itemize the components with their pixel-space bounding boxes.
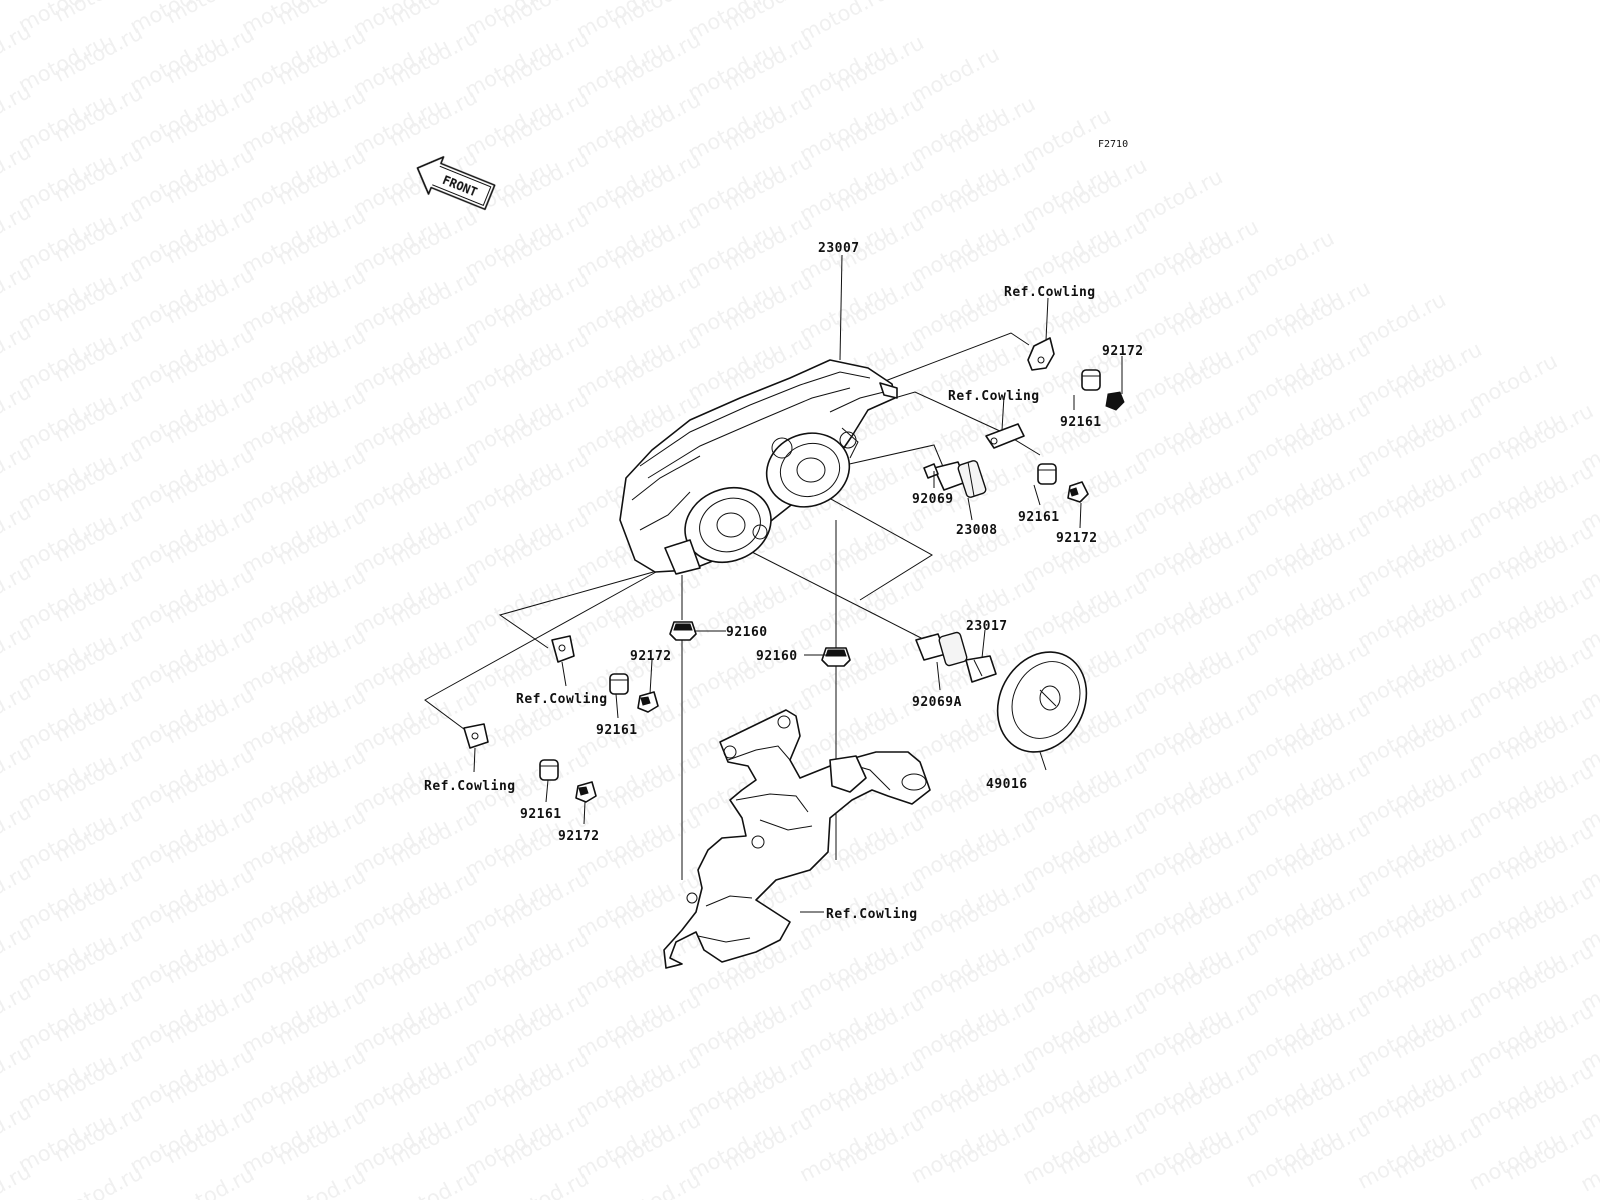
front-arrow-icon: FRONT <box>416 156 496 211</box>
watermark-text: motod.ru <box>608 1167 704 1200</box>
cowling-bracket-mid-right <box>985 423 1025 449</box>
cowling-bracket-mid-left <box>551 635 575 663</box>
watermark-text: motod.ru <box>273 1163 369 1200</box>
cap-49016 <box>996 651 1088 753</box>
bulb-23008 <box>933 460 987 498</box>
socket-92069 <box>923 463 939 479</box>
label-92069: 92069 <box>912 492 954 507</box>
label-23017: 23017 <box>966 619 1008 634</box>
label-92161-2: 92161 <box>1018 510 1060 525</box>
damper-92160-left <box>669 621 697 641</box>
label-23008: 23008 <box>956 523 998 538</box>
cowling-bracket-lower-left <box>463 723 489 749</box>
label-ref-cowling-3: Ref.Cowling <box>516 692 608 707</box>
bulb-23017 <box>915 631 968 667</box>
damper-92161-b <box>1037 463 1057 485</box>
cowling-stay <box>663 709 931 969</box>
nut-92172-a <box>1105 391 1125 411</box>
watermark-text: motod.ru <box>162 1162 258 1200</box>
label-ref-cowling-4: Ref.Cowling <box>424 779 516 794</box>
label-92172-1: 92172 <box>1102 344 1144 359</box>
damper-92161-d <box>539 759 559 781</box>
label-92161-3: 92161 <box>596 723 638 738</box>
nut-92172-d <box>575 781 597 803</box>
figure-code: F2710 <box>1098 139 1128 150</box>
label-92069a: 92069A <box>912 695 962 710</box>
label-ref-cowling-2: Ref.Cowling <box>948 389 1040 404</box>
headlight-assembly <box>619 359 898 575</box>
label-92161-1: 92161 <box>1060 415 1102 430</box>
label-ref-cowling-1: Ref.Cowling <box>1004 285 1096 300</box>
label-92161-4: 92161 <box>520 807 562 822</box>
label-ref-cowling-5: Ref.Cowling <box>826 907 918 922</box>
label-92160-2: 92160 <box>756 649 798 664</box>
label-92172-2: 92172 <box>1056 531 1098 546</box>
watermark-text: motod.ru <box>497 1166 593 1200</box>
label-92160-1: 92160 <box>726 625 768 640</box>
cowling-bracket-top-right <box>1027 337 1055 371</box>
label-leaders <box>473 254 1123 913</box>
label-23007: 23007 <box>818 241 860 256</box>
label-49016: 49016 <box>986 777 1028 792</box>
watermark-text: motod.ru <box>385 1165 481 1200</box>
label-92172-3: 92172 <box>630 649 672 664</box>
nut-92172-c <box>637 691 659 713</box>
reference-lines <box>424 332 1041 880</box>
label-92172-4: 92172 <box>558 829 600 844</box>
damper-92161-a <box>1081 369 1101 391</box>
damper-92160-right <box>821 647 851 667</box>
part-labels: 23007 Ref.Cowling 92172 Ref.Cowling 9216… <box>424 241 1144 922</box>
nut-92172-b <box>1067 481 1089 503</box>
watermark-text: motod.ru <box>50 1161 146 1200</box>
damper-92161-c <box>609 673 629 695</box>
